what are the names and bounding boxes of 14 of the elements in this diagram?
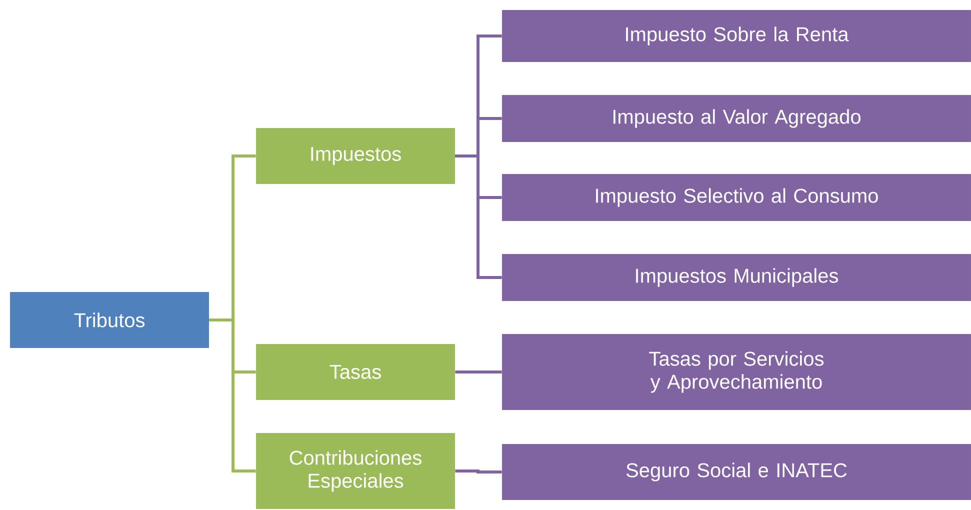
item-box: Impuesto al Valor Agregado [502,95,971,142]
item-box: Tasas por Servicios y Aprovechamiento [502,334,971,410]
category-box: Impuestos [256,128,455,184]
connector-line [209,318,256,472]
connector-line [455,370,502,374]
category-box: Tasas [256,344,455,400]
root-box: Tributos [10,292,209,348]
connector-line [455,154,502,279]
item-box: Seguro Social e INATEC [502,444,971,500]
connector-line [455,469,502,474]
category-box: Contribuciones Especiales [256,432,455,509]
item-box: Impuesto Selectivo al Consumo [502,174,971,221]
item-box: Impuesto Sobre la Renta [502,10,971,62]
item-box: Impuestos Municipales [502,254,971,301]
